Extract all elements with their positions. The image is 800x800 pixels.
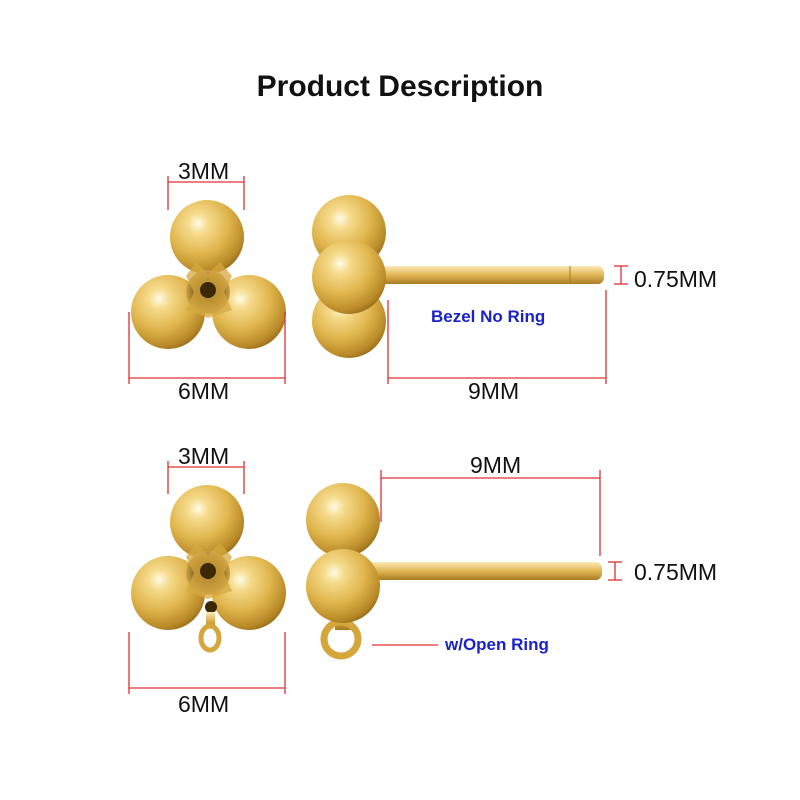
ball-dimension-line-2 bbox=[167, 461, 245, 494]
ball-diameter-label: 3MM bbox=[178, 158, 230, 184]
width-dimension-line-2 bbox=[128, 632, 286, 694]
post-diameter-label: 0.75MM bbox=[634, 266, 718, 292]
width-dimension-line bbox=[128, 312, 286, 384]
front-view-open-ring bbox=[131, 485, 286, 653]
ball-diameter-label-2: 3MM bbox=[178, 443, 230, 469]
side-view-open-ring bbox=[306, 483, 602, 660]
post-length-label-2: 9MM bbox=[470, 452, 522, 478]
post-diameter-dimension-line bbox=[614, 265, 628, 285]
front-view-bezel bbox=[131, 200, 286, 349]
post-diameter-label-2: 0.75MM bbox=[634, 559, 718, 585]
variant-label: Bezel No Ring bbox=[431, 307, 546, 326]
page-title: Product Description bbox=[256, 70, 544, 103]
variant-label-2: w/Open Ring bbox=[445, 635, 549, 654]
side-view-bezel bbox=[312, 195, 604, 358]
width-label: 6MM bbox=[178, 378, 230, 404]
post-length-label: 9MM bbox=[468, 378, 520, 404]
ball-dimension-line bbox=[167, 176, 245, 210]
post-length-dimension-line-2 bbox=[380, 470, 601, 556]
width-label-2: 6MM bbox=[178, 691, 230, 717]
post-length-dimension-line bbox=[387, 290, 607, 384]
post-diameter-dimension-line-2 bbox=[608, 561, 622, 581]
